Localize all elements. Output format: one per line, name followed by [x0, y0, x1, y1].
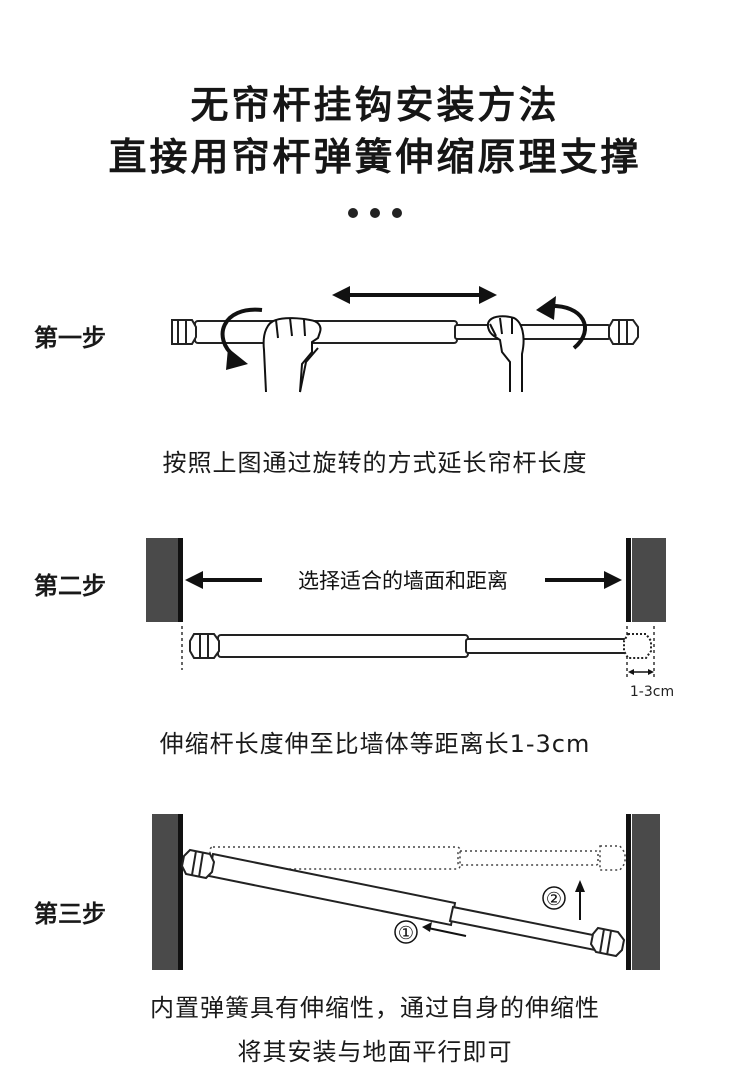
mark-2: ②	[546, 889, 562, 910]
gap-arrow-icon	[628, 669, 654, 675]
dot	[370, 208, 380, 218]
dot	[392, 208, 402, 218]
rotate-arrow-icon	[547, 303, 587, 350]
step2-label: 第二步	[34, 572, 106, 600]
arrow-up-icon	[575, 880, 585, 920]
page-title: 无帘杆挂钩安装方法	[190, 83, 560, 127]
mark-1: ①	[398, 923, 414, 944]
distance-label: 选择适合的墙面和距离	[298, 569, 508, 593]
right-hand-icon	[486, 315, 525, 392]
arrow-left-icon	[422, 922, 467, 937]
left-wall	[152, 814, 180, 970]
gap-label: 1-3cm	[630, 684, 674, 700]
step3-caption-line2: 将其安装与地面平行即可	[237, 1038, 513, 1066]
dot	[348, 208, 358, 218]
right-wall	[632, 814, 660, 970]
left-hand-icon	[262, 317, 322, 393]
tension-rod	[171, 319, 639, 345]
double-arrow-icon	[332, 286, 497, 304]
step1-caption: 按照上图通过旋转的方式延长帘杆长度	[162, 449, 588, 477]
step3-illustration: ① ②	[152, 814, 660, 970]
left-wall	[146, 538, 180, 622]
distance-arrow-icon	[185, 571, 622, 589]
step3-caption-line1: 内置弹簧具有伸缩性，通过自身的伸缩性	[150, 994, 600, 1022]
step2-illustration: 选择适合的墙面和距离 1-3cm	[146, 538, 674, 700]
page-subtitle: 直接用帘杆弹簧伸缩原理支撑	[108, 135, 642, 179]
right-wall	[632, 538, 666, 622]
step1-label: 第一步	[34, 324, 106, 352]
tension-rod	[189, 633, 652, 659]
step1-illustration	[171, 286, 639, 393]
step3-label: 第三步	[34, 900, 106, 928]
tension-rod	[180, 848, 626, 958]
ellipsis-divider	[340, 208, 410, 222]
step2-caption: 伸缩杆长度伸至比墙体等距离长1-3cm	[159, 730, 591, 758]
